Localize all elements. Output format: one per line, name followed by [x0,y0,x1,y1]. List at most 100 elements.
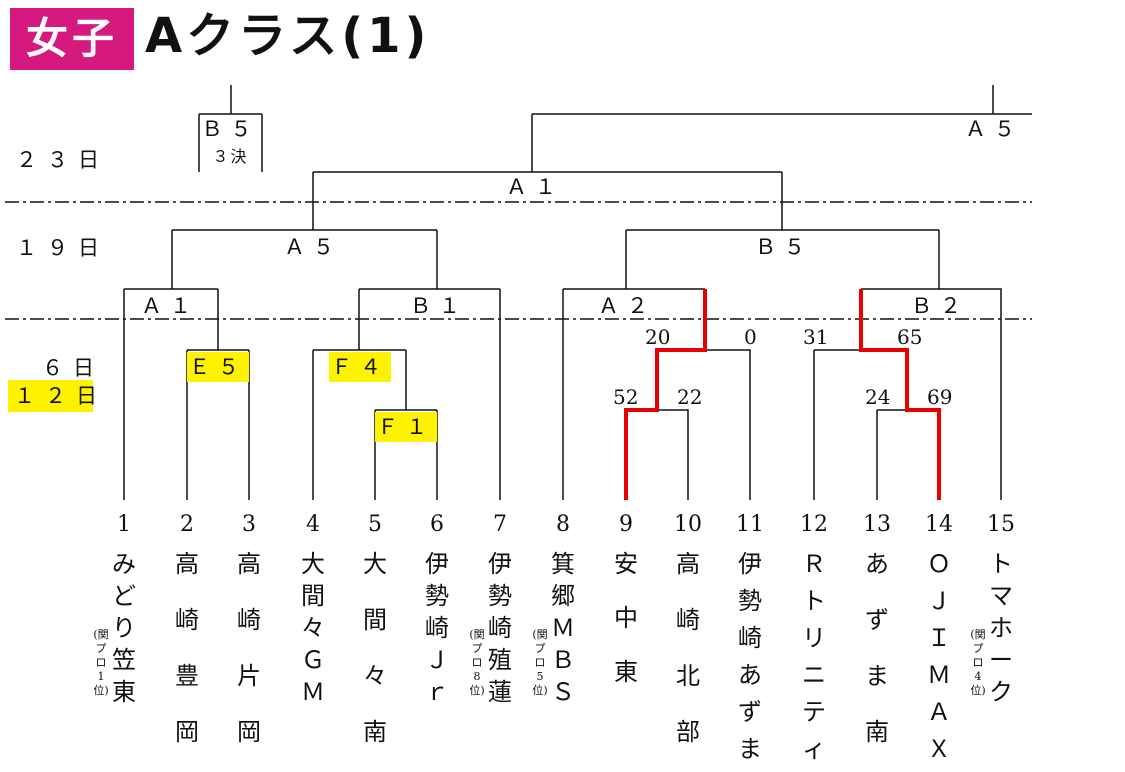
team-name-char: 南 [865,718,889,746]
match-label-a2-r1: Ａ２ [598,294,656,318]
team-name-char: 南 [363,718,387,746]
team-number: 3 [242,512,256,537]
team-name-char: ー [989,646,1013,674]
team-name-char: 蓮 [488,678,512,706]
bracket-lines [5,85,1032,500]
day-label-12: １２日 [8,380,97,412]
team-name-char: 々 [363,662,387,690]
team-name: 大間々南 [350,548,400,772]
final-bracket [531,85,1032,172]
team-name-char: あ [738,661,762,689]
team-name-char: ト [989,550,1013,578]
team-name-char: Ａ [927,698,951,726]
team-name: トマホーク [976,548,1026,708]
team-name-char: 大 [301,550,325,578]
team-number: 15 [987,512,1015,537]
team-name-char: ど [112,582,136,610]
team-number: 11 [736,512,764,537]
team-name-char: ず [738,698,762,726]
team-name-char: 勢 [425,582,449,610]
team-name-char: り [112,614,136,642]
score-69: 69 [927,385,953,409]
team-name: あずま南 [852,548,902,772]
team-name-char: Ｊ [927,587,951,615]
team-name-char: 崎 [237,606,261,634]
team-name-char: 崎 [738,624,762,652]
team-number: 13 [863,512,891,537]
team-name-char: 伊 [488,550,512,578]
team-name: 高崎豊岡 [162,548,212,772]
team-name: みどり笠東 [99,548,149,708]
score-65: 65 [897,325,923,349]
team-name-char: 殖 [488,646,512,674]
m9-10-right-branch [657,409,689,500]
team-name-char: 高 [676,550,700,578]
team-name-char: 々 [301,614,325,642]
category-badge: 女子 [10,8,134,70]
team-name: 高崎片岡 [224,548,274,772]
team-name-char: ト [802,587,826,615]
m13-14-left-branch [876,409,907,500]
score-20: 20 [645,325,671,349]
team-number: 2 [180,512,194,537]
team-number: 10 [674,512,702,537]
score-24: 24 [865,385,891,409]
match-label-e5: Ｅ５ [187,352,249,382]
match-label-third-place: ３決 [212,147,249,166]
match-label-b5-mid: Ｂ５ [755,235,813,259]
team-name-char: Ｘ [927,735,951,763]
team-name: 安中東 [601,548,651,710]
team-name-char: Ｉ [927,624,951,652]
team-number: 14 [925,512,953,537]
team-number: 9 [619,512,633,537]
team-name-char: 高 [175,550,199,578]
team-name-char: ｒ [425,678,449,706]
team-name-char: Ｍ [301,678,325,706]
day-label-6: ６日 [42,356,104,380]
team-name-char: 崎 [425,614,449,642]
a2-right-branch [705,349,751,500]
team-name-char: マ [989,582,1013,610]
team-name-char: あ [865,550,889,578]
team-number: 12 [800,512,828,537]
team-name-char: み [112,550,136,578]
team-name-char: 片 [237,662,261,690]
match-label-b2-r1: Ｂ２ [911,294,969,318]
team-name-char: 伊 [425,550,449,578]
team-name: 伊勢崎あずま [725,548,775,770]
team-note: (関プロ1位) [93,628,109,697]
team-name-char: 岡 [237,718,261,746]
team-number: 7 [493,512,507,537]
b5-bracket [625,229,940,289]
b1-r1-bracket [358,288,501,500]
team-number: 4 [306,512,320,537]
team-name-char: 大 [363,550,387,578]
team-name-char: 勢 [488,582,512,610]
semifinal-a1-bracket [312,171,783,230]
match-label-a1-r1: Ａ１ [141,294,199,318]
winner-path-9 [624,289,707,500]
team-name-char: 安 [614,550,638,578]
team-name-char: 豊 [175,662,199,690]
team-name-char: 笠 [112,646,136,674]
winner-path-14 [859,289,941,500]
team-name-char: ク [989,678,1013,706]
team-name-char: 崎 [676,606,700,634]
b2-r1-bracket [861,288,1002,500]
team-name-char: 東 [614,658,638,686]
team-name-char: ホ [989,614,1013,642]
team-name-char: 崎 [488,614,512,642]
day-label-23: ２３日 [16,148,109,172]
team-name-char: Ｊ [425,646,449,674]
score-0: 0 [744,325,757,349]
team-name-char: 勢 [738,587,762,615]
team-name-char: テ [802,698,826,726]
team-note: (関プロ4位) [970,628,986,697]
a1-r1-bracket [123,288,219,500]
team-number: 1 [117,512,131,537]
team-name-char: Ｏ [927,550,951,578]
team-name-char: 間 [363,606,387,634]
